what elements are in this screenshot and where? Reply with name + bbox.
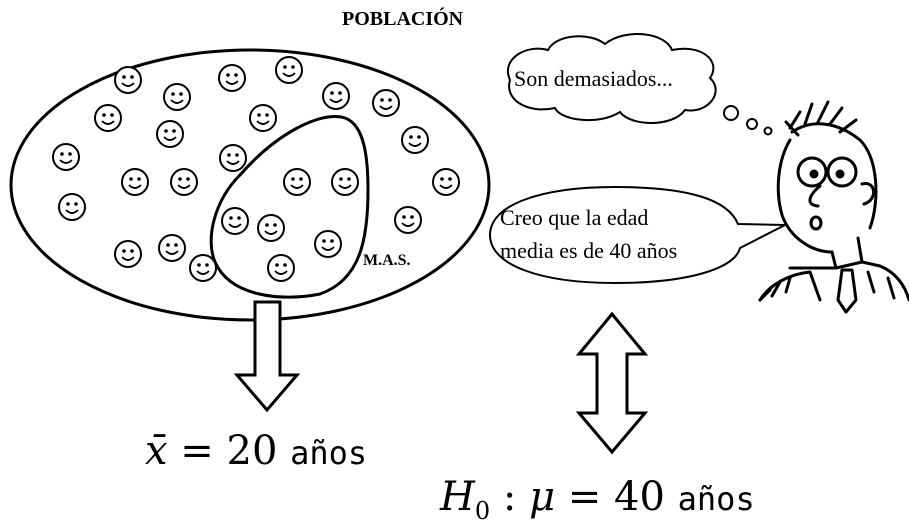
smiley-face: [52, 143, 80, 171]
sample-blob: [209, 115, 370, 299]
hypothesis-equals: = 40: [555, 474, 678, 520]
thought-dot: [723, 105, 739, 121]
thought-cloud: [507, 33, 717, 124]
thought-dot: [746, 118, 758, 130]
smiley-face: [249, 104, 277, 132]
speech-text-line1: Creo que la edad: [500, 205, 649, 230]
smiley-face: [283, 168, 311, 196]
smiley-face: [189, 254, 217, 282]
sample-label: M.A.S.: [363, 252, 411, 269]
sample-mean-symbol: x̄: [145, 428, 168, 474]
population-title: POBLACIÓN: [342, 8, 464, 30]
smiley-faces: [52, 56, 460, 282]
hypothesis-unit: años: [677, 480, 755, 518]
smiley-face: [257, 214, 285, 242]
hypothesis-subscript: 0: [474, 497, 491, 525]
smiley-face: [170, 168, 198, 196]
smiley-face: [94, 104, 122, 132]
smiley-face: [314, 230, 342, 258]
smiley-face: [401, 126, 429, 154]
smiley-face: [218, 64, 246, 92]
population-ellipse: [9, 48, 491, 322]
double-arrow: [575, 311, 649, 455]
smiley-face: [331, 168, 359, 196]
hypothesis-symbol: H: [440, 474, 475, 520]
smiley-face: [372, 89, 400, 117]
smiley-face: [432, 168, 460, 196]
smiley-face: [58, 193, 86, 221]
smiley-face: [394, 206, 422, 234]
smiley-face: [114, 240, 142, 268]
hypothesis-colon: :: [490, 474, 530, 520]
hypothesis-mu: μ: [529, 474, 556, 520]
down-arrow: [233, 300, 301, 413]
smiley-face: [114, 66, 142, 94]
smiley-face: [158, 234, 186, 262]
sample-mean-equals: = 20: [167, 428, 291, 474]
man-figure: [758, 100, 909, 314]
smiley-face: [163, 83, 191, 111]
smiley-face: [322, 82, 350, 110]
smiley-face: [221, 207, 249, 235]
smiley-face: [156, 120, 184, 148]
smiley-face: [219, 144, 247, 172]
sample-mean-unit: años: [290, 434, 368, 472]
null-hypothesis-formula: H0 : μ = 40 años: [440, 474, 755, 525]
speech-bubble: [488, 185, 786, 285]
smiley-face: [275, 56, 303, 84]
smiley-face: [121, 168, 149, 196]
smiley-face: [267, 254, 295, 282]
thought-dot: [763, 126, 773, 136]
thought-text: Son demasiados...: [514, 66, 673, 91]
sample-mean-formula: x̄ = 20 años: [145, 428, 367, 474]
speech-text-line2: media es de 40 años: [500, 238, 678, 263]
